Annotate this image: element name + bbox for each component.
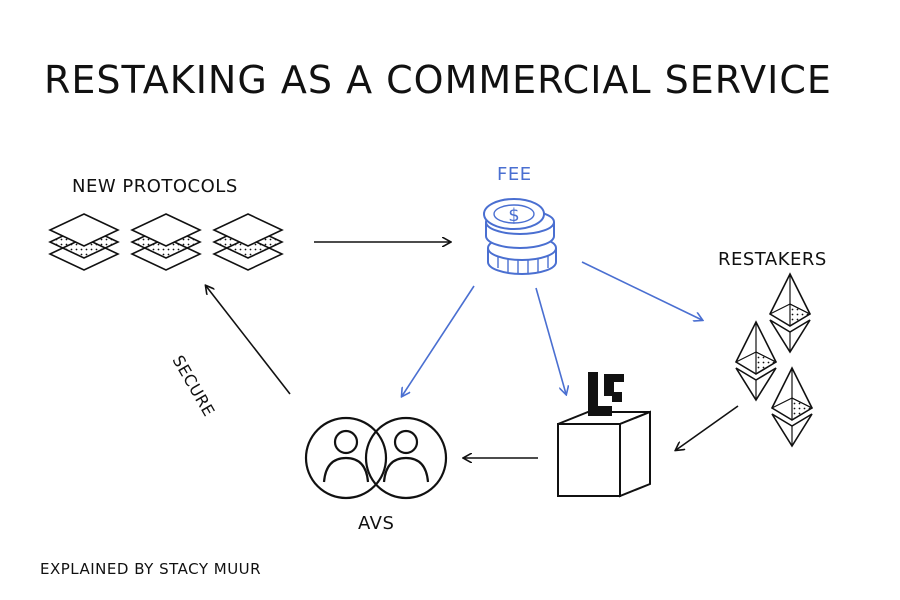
arrow-fee-to-avs <box>402 285 475 396</box>
svg-text:$: $ <box>508 205 519 226</box>
users-icon <box>304 416 448 500</box>
arrow-restakers-to-eigenlayer <box>676 405 739 450</box>
diagram-title: RESTAKING AS A COMMERCIAL SERVICE <box>44 58 832 102</box>
fee-label: FEE <box>497 164 532 185</box>
eigenlayer-box-icon <box>557 372 651 498</box>
ethereum-icon <box>735 273 813 447</box>
restakers-label: RESTAKERS <box>718 249 827 270</box>
credit-text: EXPLAINED BY STACY MUUR <box>40 560 262 578</box>
avs-label: AVS <box>358 513 395 534</box>
coin-stack-icon: $ <box>483 198 557 275</box>
arrow-avs-to-protocols <box>206 286 291 395</box>
layer-stack-icon <box>49 213 283 271</box>
new-protocols-label: NEW PROTOCOLS <box>72 176 238 197</box>
arrow-fee-to-restakers <box>581 261 702 320</box>
arrow-fee-to-eigenlayer <box>535 287 566 394</box>
